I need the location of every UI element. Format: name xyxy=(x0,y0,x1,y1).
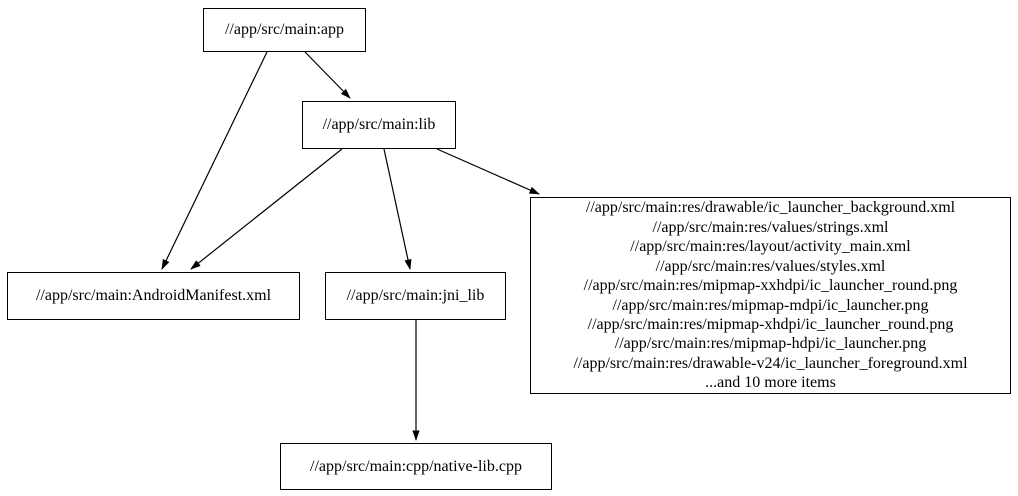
edge-lib-to-android-manifest xyxy=(190,148,343,270)
node-android-manifest-label: //app/src/main:AndroidManifest.xml xyxy=(35,287,272,304)
edge-lib-to-res-group xyxy=(436,148,540,195)
node-lib-label: //app/src/main:lib xyxy=(322,116,436,133)
node-jni-lib-label: //app/src/main:jni_lib xyxy=(346,287,485,304)
res-group-line: //app/src/main:res/layout/activity_main.… xyxy=(630,238,911,256)
edge-app-to-lib xyxy=(304,51,351,99)
res-group-line: //app/src/main:res/mipmap-mdpi/ic_launch… xyxy=(612,296,929,314)
res-group-line: //app/src/main:res/drawable/ic_launcher_… xyxy=(585,199,956,217)
edge-lib-to-jni-lib xyxy=(383,148,412,270)
node-app-label: //app/src/main:app xyxy=(224,21,345,38)
node-android-manifest: //app/src/main:AndroidManifest.xml xyxy=(7,272,300,320)
res-group-more-items: ...and 10 more items xyxy=(705,374,836,392)
node-native-lib-cpp-label: //app/src/main:cpp/native-lib.cpp xyxy=(310,457,522,475)
res-group-line: //app/src/main:res/values/strings.xml xyxy=(652,218,889,236)
node-res-group: //app/src/main:res/drawable/ic_launcher_… xyxy=(530,197,1011,394)
res-group-line: //app/src/main:res/drawable-v24/ic_launc… xyxy=(573,354,968,372)
node-jni-lib: //app/src/main:jni_lib xyxy=(325,272,506,320)
edge-app-to-android-manifest xyxy=(161,51,268,270)
node-native-lib-cpp: //app/src/main:cpp/native-lib.cpp xyxy=(280,443,552,490)
node-app: //app/src/main:app xyxy=(203,8,366,52)
res-group-line: //app/src/main:res/values/styles.xml xyxy=(655,257,886,275)
res-group-line: //app/src/main:res/mipmap-xxhdpi/ic_laun… xyxy=(583,277,958,295)
res-group-line: //app/src/main:res/mipmap-hdpi/ic_launch… xyxy=(614,335,927,353)
node-lib: //app/src/main:lib xyxy=(302,101,456,149)
res-group-line: //app/src/main:res/mipmap-xhdpi/ic_launc… xyxy=(587,315,954,333)
